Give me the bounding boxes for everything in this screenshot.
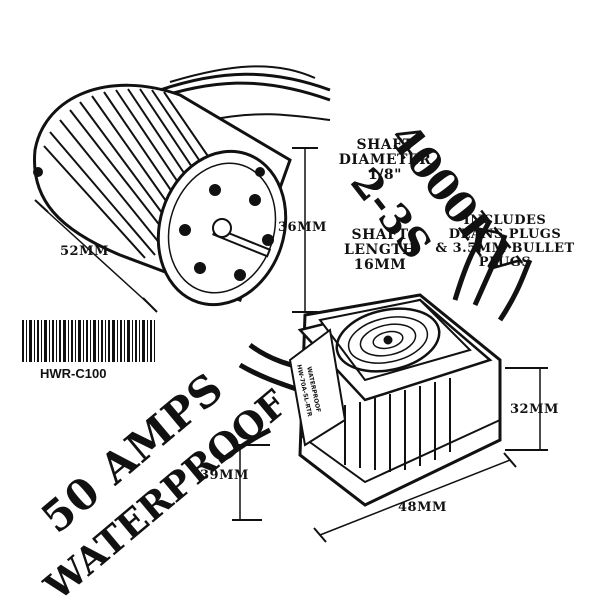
includes-line-1: INCLUDES: [463, 213, 547, 228]
includes-line-3: & 3.5MM BULLET: [435, 241, 575, 256]
shaft-length-value: 16MM: [353, 257, 407, 273]
includes-note: INCLUDES DEANS PLUGS & 3.5MM BULLET PLUG…: [430, 214, 580, 270]
motor-dimension-lines: [34, 147, 318, 313]
esc-side-label: 39MM: [200, 468, 249, 483]
motor-length-label: 52MM: [60, 244, 109, 259]
esc-width-label: 48MM: [398, 500, 447, 515]
barcode-label: HWR-C100: [40, 366, 107, 381]
shaft-diameter-spec: SHAFT DIAMETER 1/8": [330, 138, 440, 183]
barcode: [22, 320, 155, 362]
shaft-length-title: SHAFT LENGTH: [344, 227, 416, 258]
motor-diameter-label: 36MM: [278, 220, 327, 235]
motor-illustration: [32, 65, 331, 307]
includes-line-4: PLUGS: [478, 255, 532, 270]
esc-illustration: [218, 218, 533, 507]
esc-dimension-lines: [232, 367, 548, 543]
shaft-diameter-title: SHAFT DIAMETER: [338, 137, 432, 168]
shaft-length-spec: SHAFT LENGTH 16MM: [340, 228, 420, 273]
kv-spec-block: 4000KV 2-3S: [341, 40, 598, 286]
includes-line-2: DEANS PLUGS: [448, 227, 562, 242]
shaft-diameter-value: 1/8": [368, 167, 402, 183]
esc-sticker: HW-70A-SL-RTR WATERPROOF: [290, 358, 350, 438]
esc-height-label: 32MM: [510, 402, 559, 417]
